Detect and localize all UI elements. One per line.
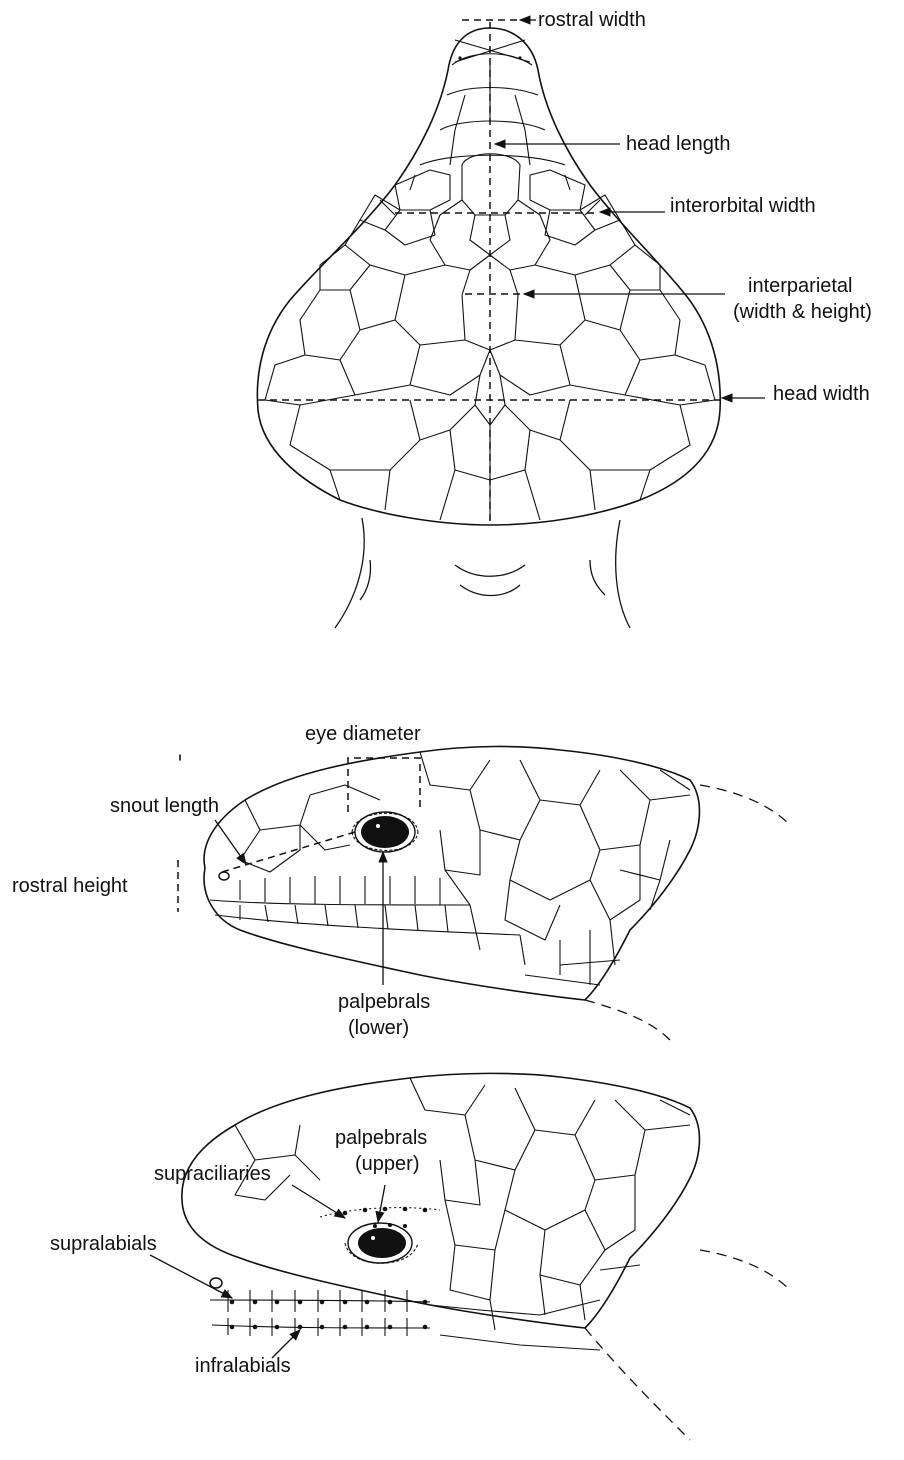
label-palpebrals-upper-qualifier: (upper) xyxy=(355,1153,419,1175)
lateral-head-outline-upper xyxy=(204,746,699,1000)
label-rostral-height: rostral height xyxy=(12,875,128,897)
label-rostral-width: rostral width xyxy=(538,9,646,31)
label-head-width: head width xyxy=(773,383,870,405)
label-interparietal: interparietal xyxy=(748,275,853,297)
dorsal-head-view xyxy=(257,28,720,628)
label-palpebrals-lower-qualifier: (lower) xyxy=(348,1017,409,1039)
lateral-head-view-upper xyxy=(204,746,790,1040)
label-head-length: head length xyxy=(626,133,731,155)
label-interparietal-qualifier: (width & height) xyxy=(733,301,872,323)
label-palpebrals-upper: palpebrals xyxy=(335,1127,427,1149)
label-supraciliaries: supraciliaries xyxy=(154,1163,271,1185)
label-interorbital-width: interorbital width xyxy=(670,195,816,217)
label-eye-diameter: eye diameter xyxy=(305,723,421,745)
label-infralabials: infralabials xyxy=(195,1355,291,1377)
dorsal-head-outline xyxy=(257,28,720,525)
label-snout-length: snout length xyxy=(110,795,219,817)
label-palpebrals-lower: palpebrals xyxy=(338,991,430,1013)
label-supralabials: supralabials xyxy=(50,1233,157,1255)
